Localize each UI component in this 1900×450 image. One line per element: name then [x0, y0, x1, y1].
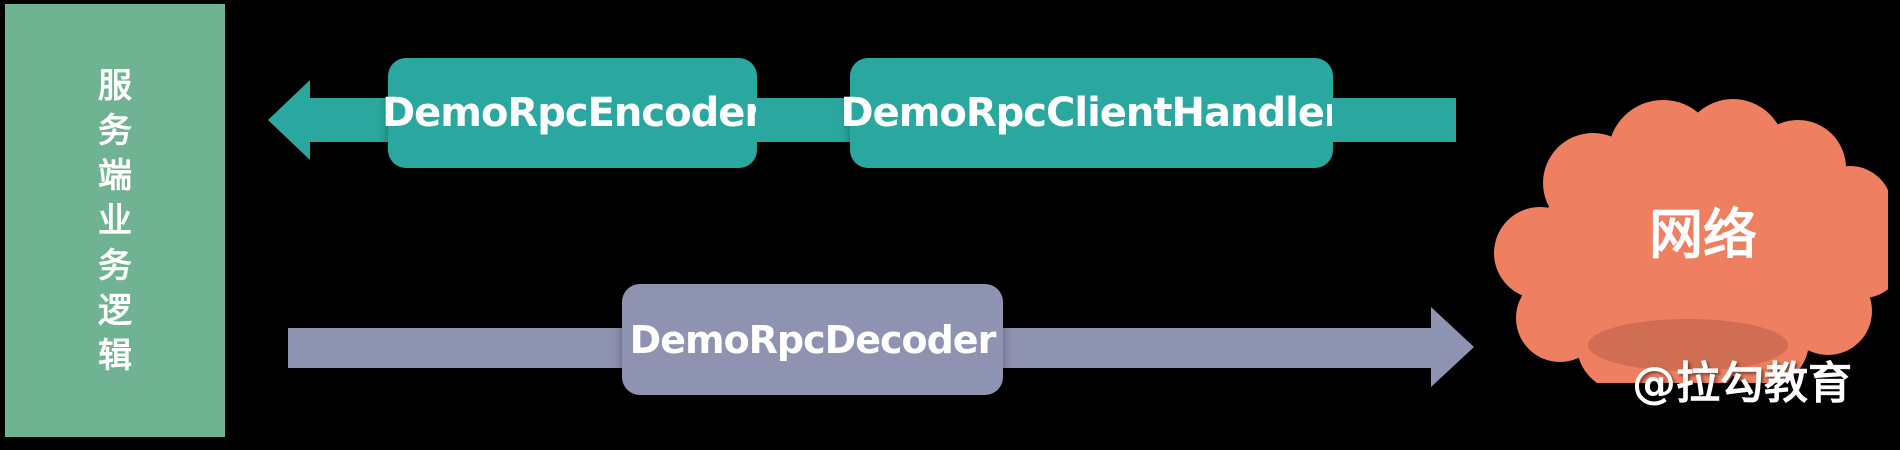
decode-arrowhead-right-icon: [1431, 307, 1474, 387]
server-logic-char: 业: [98, 200, 132, 241]
network-cloud-icon: [1494, 99, 1888, 383]
node-demo-rpc-decoder: DemoRpcDecoder: [622, 284, 1003, 395]
server-logic-char: 服: [98, 65, 132, 106]
encode-arrowhead-left-icon: [268, 80, 310, 160]
node-demo-rpc-client-handler: DemoRpcClientHandler: [840, 58, 1344, 168]
encode-flow-connector: [756, 98, 852, 142]
node-label: DemoRpcClientHandler: [840, 90, 1343, 136]
server-logic-char: 逻: [98, 290, 132, 331]
network-cloud-label: 网络: [1649, 203, 1757, 266]
server-logic-char: 务: [98, 245, 132, 286]
server-logic-char: 务: [98, 110, 132, 151]
server-logic-char: 端: [98, 155, 132, 196]
server-logic-char: 辑: [98, 335, 132, 376]
node-demo-rpc-encoder: DemoRpcEncoder: [382, 58, 764, 168]
node-label: DemoRpcEncoder: [381, 90, 764, 136]
encode-arrow-shaft: [308, 98, 390, 142]
watermark: @拉勾教育: [1632, 358, 1852, 409]
encode-flow-network-stub: [1332, 98, 1456, 142]
node-label: DemoRpcDecoder: [629, 317, 997, 362]
server-logic-box: 服 务 端 业 务 逻 辑: [5, 4, 225, 437]
